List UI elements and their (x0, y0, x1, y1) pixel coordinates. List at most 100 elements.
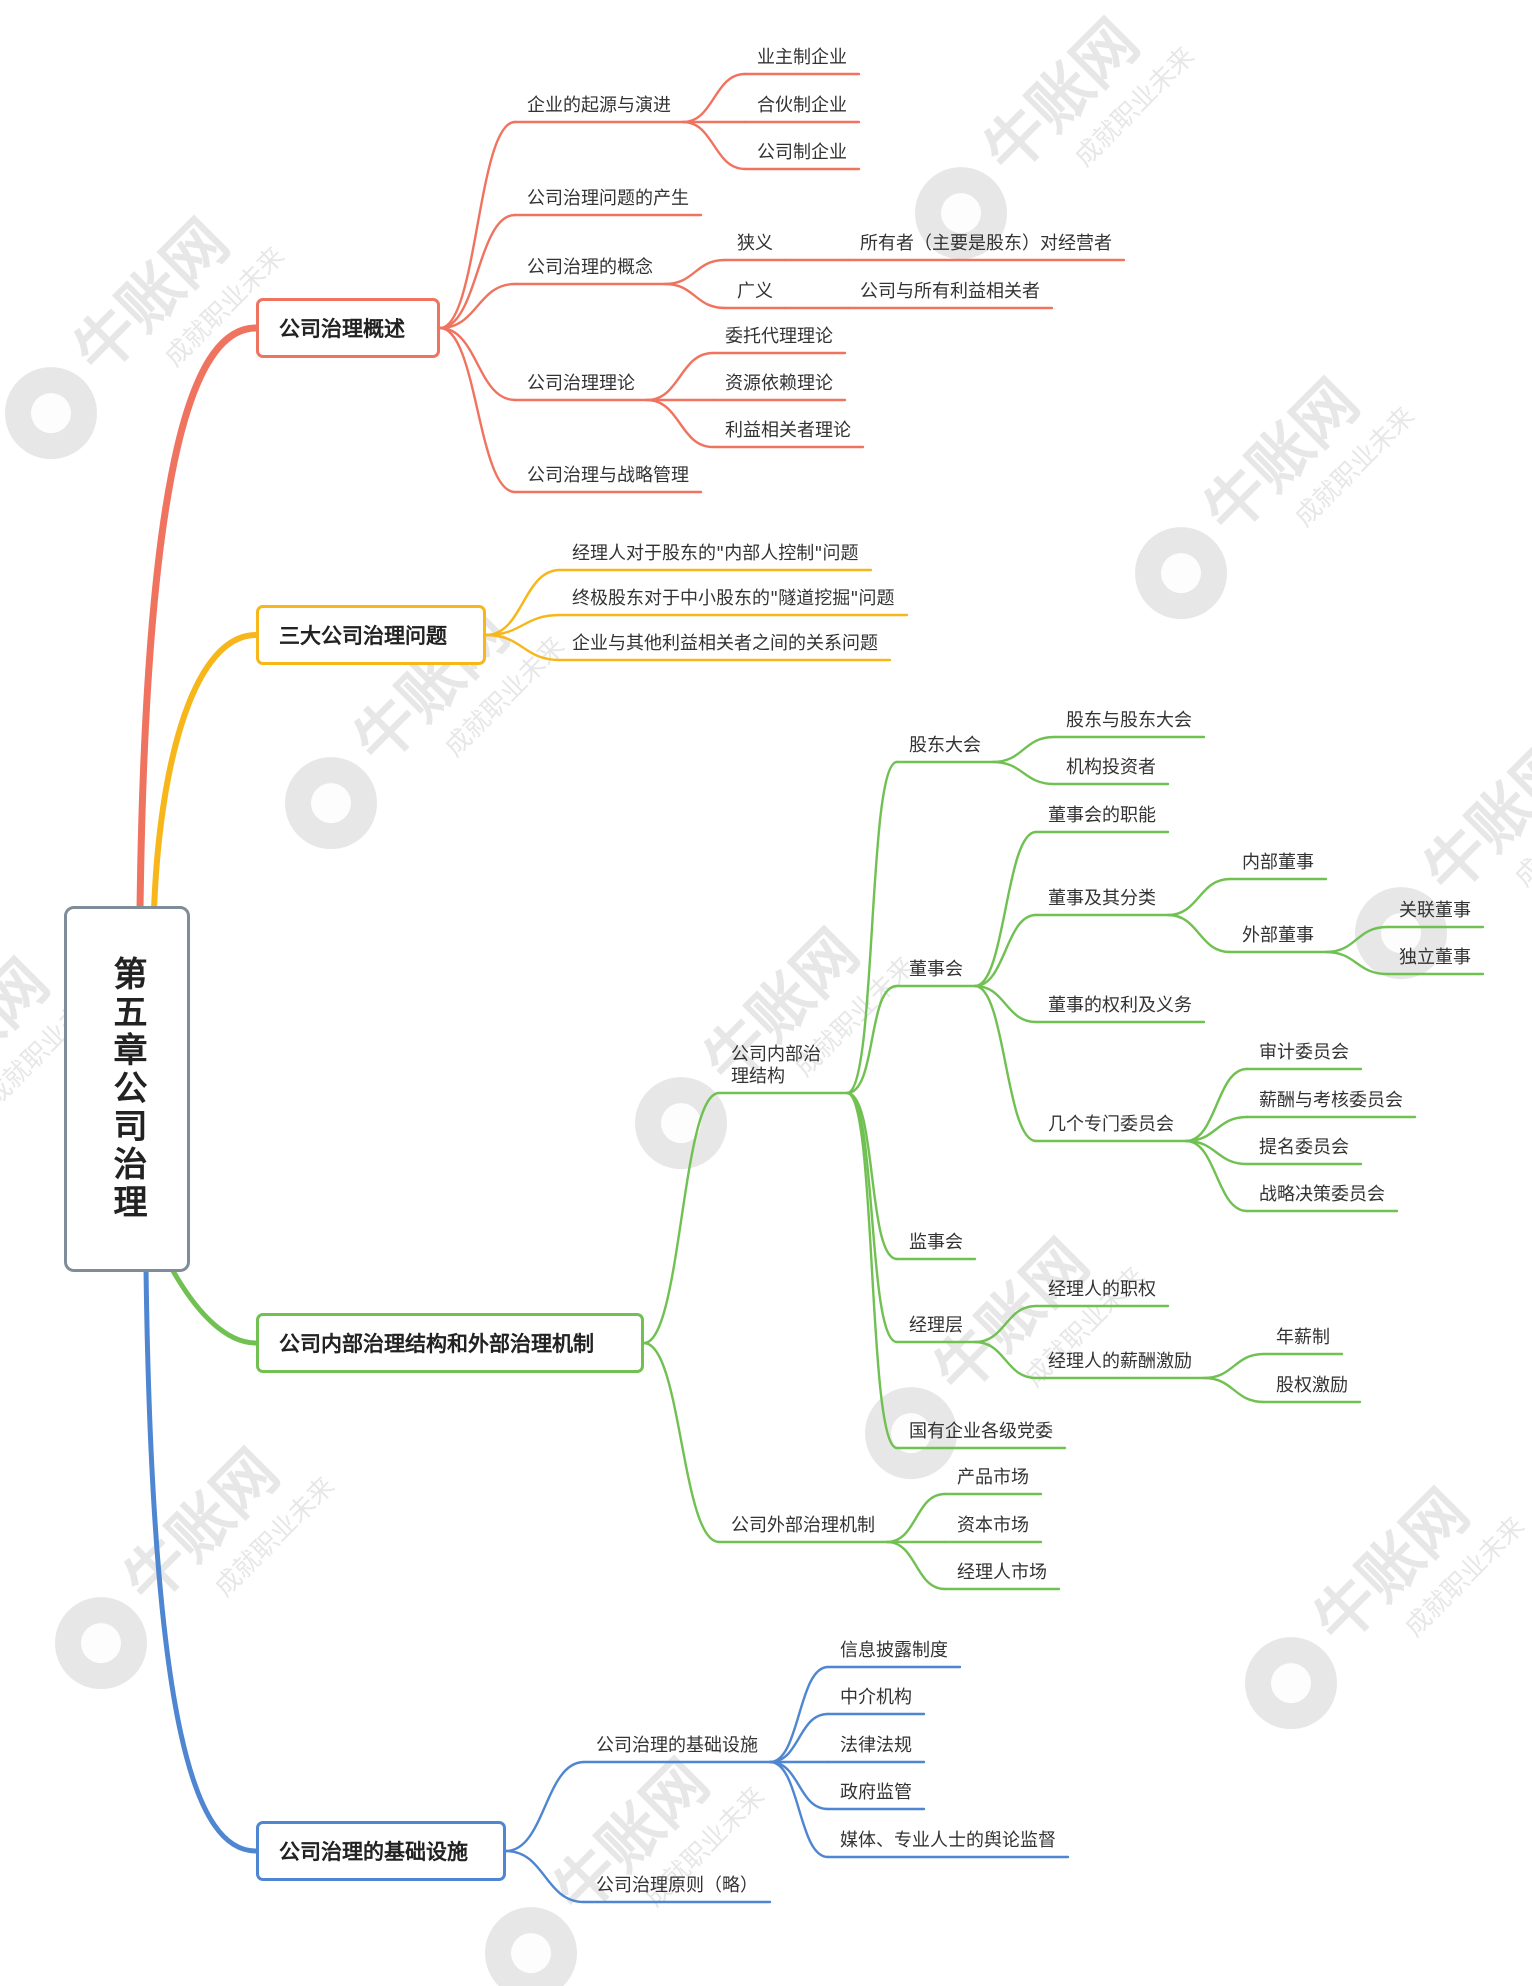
topic-connector (1324, 950, 1389, 976)
topic-node[interactable]: 公司治理原则（略） (596, 1875, 758, 1896)
topic-node[interactable]: 股东与股东大会 (1066, 710, 1192, 731)
topic-connector (973, 984, 1038, 1024)
topic-node[interactable]: 内部董事 (1242, 852, 1314, 873)
topic-node[interactable]: 狭义 (737, 233, 773, 254)
topic-node[interactable]: 监事会 (909, 1232, 963, 1253)
topic-connector (973, 913, 1038, 988)
topic-connector (438, 326, 517, 494)
root-connector (136, 324, 260, 914)
topic-connector (991, 760, 1056, 786)
topic-connector (991, 735, 1056, 764)
topic-node[interactable]: 独立董事 (1399, 947, 1471, 968)
topic-connector (663, 258, 727, 286)
topic-node[interactable]: 公司治理的概念 (527, 257, 653, 278)
topic-node[interactable]: 机构投资者 (1066, 757, 1156, 778)
topic-connector (885, 1540, 947, 1591)
topic-node[interactable]: 董事及其分类 (1048, 888, 1156, 909)
root-connector (151, 632, 259, 913)
topic-connector (885, 1492, 947, 1544)
topic-node[interactable]: 经理层 (909, 1315, 963, 1336)
topic-node[interactable]: 政府监管 (840, 1782, 912, 1803)
topic-connector (1184, 1115, 1249, 1143)
topic-node[interactable]: 经理人市场 (957, 1562, 1047, 1583)
topic-node[interactable]: 委托代理理论 (725, 326, 833, 347)
topic-connector (845, 984, 899, 1095)
topic-connector (845, 1091, 899, 1261)
topic-node[interactable]: 经理人的薪酬激励 (1048, 1351, 1192, 1372)
branch-node[interactable]: 公司内部治理结构和外部治理机制 (256, 1313, 644, 1373)
topic-node[interactable]: 审计委员会 (1259, 1042, 1349, 1063)
topic-node[interactable]: 国有企业各级党委 (909, 1421, 1053, 1442)
topic-connector (645, 351, 715, 402)
topic-connector (1324, 925, 1389, 954)
topic-node[interactable]: 公司治理理论 (527, 373, 635, 394)
topic-node[interactable]: 提名委员会 (1259, 1137, 1349, 1158)
topic-node[interactable]: 业主制企业 (757, 47, 847, 68)
topic-node[interactable]: 媒体、专业人士的舆论监督 (840, 1830, 1056, 1851)
branch-node[interactable]: 公司治理概述 (256, 298, 440, 358)
topic-node[interactable]: 股东大会 (909, 735, 981, 756)
topic-node[interactable]: 公司治理问题的产生 (527, 188, 689, 209)
topic-node[interactable]: 企业与其他利益相关者之间的关系问题 (572, 633, 878, 654)
topic-node[interactable]: 经理人的职权 (1048, 1279, 1156, 1300)
topic-node[interactable]: 公司治理的基础设施 (596, 1735, 758, 1756)
topic-node[interactable]: 战略决策委员会 (1259, 1184, 1385, 1205)
topic-node[interactable]: 法律法规 (840, 1735, 912, 1756)
topic-connector (642, 1091, 721, 1345)
topic-node[interactable]: 合伙制企业 (757, 95, 847, 116)
topic-connector (1166, 877, 1232, 917)
topic-connector (1184, 1139, 1249, 1166)
topic-node[interactable]: 公司制企业 (757, 142, 847, 163)
topic-connector (973, 984, 1038, 1143)
root-connector (143, 1265, 259, 1854)
topic-connector (845, 1091, 899, 1344)
topic-node[interactable]: 关联董事 (1399, 900, 1471, 921)
topic-node[interactable]: 广义 (737, 281, 773, 302)
topic-connector (1184, 1139, 1249, 1213)
topic-node[interactable]: 利益相关者理论 (725, 420, 851, 441)
topic-node[interactable]: 信息披露制度 (840, 1640, 948, 1661)
branch-node[interactable]: 三大公司治理问题 (256, 605, 486, 665)
topic-connector (973, 1340, 1038, 1380)
topic-node[interactable]: 董事会的职能 (1048, 805, 1156, 826)
topic-connector (768, 1665, 830, 1764)
topic-node[interactable]: 股权激励 (1276, 1375, 1348, 1396)
topic-connector (663, 282, 727, 310)
topic-node[interactable]: 公司治理与战略管理 (527, 465, 689, 486)
branch-node[interactable]: 公司治理的基础设施 (256, 1821, 506, 1881)
topic-connector (1202, 1352, 1266, 1380)
topic-connector (845, 760, 899, 1095)
topic-node[interactable]: 薪酬与考核委员会 (1259, 1090, 1403, 1111)
topic-connector (845, 1091, 899, 1450)
topic-node[interactable]: 公司内部治理结构 (731, 1044, 821, 1087)
topic-connector (438, 326, 517, 402)
topic-connector (438, 120, 517, 330)
topic-node[interactable]: 资源依赖理论 (725, 373, 833, 394)
topic-node[interactable]: 董事的权利及义务 (1048, 995, 1192, 1016)
topic-node[interactable]: 中介机构 (840, 1687, 912, 1708)
topic-connector (484, 633, 562, 662)
topic-node[interactable]: 公司与所有利益相关者 (860, 281, 1040, 302)
topic-connector (1202, 1376, 1266, 1404)
topic-node[interactable]: 产品市场 (957, 1467, 1029, 1488)
topic-node[interactable]: 所有者（主要是股东）对经营者 (860, 233, 1112, 254)
root-node[interactable]: 第五章公司治理 (64, 906, 190, 1272)
topic-node[interactable]: 几个专门委员会 (1048, 1114, 1174, 1135)
topic-connector (973, 1304, 1038, 1344)
topic-connector (768, 1760, 830, 1811)
topic-node[interactable]: 企业的起源与演进 (527, 95, 671, 116)
topic-connector (438, 213, 517, 330)
topic-node[interactable]: 外部董事 (1242, 925, 1314, 946)
topic-node[interactable]: 资本市场 (957, 1515, 1029, 1536)
topic-node[interactable]: 年薪制 (1276, 1327, 1330, 1348)
topic-node[interactable]: 董事会 (909, 959, 963, 980)
topic-connector (504, 1760, 586, 1853)
topic-node[interactable]: 终极股东对于中小股东的"隧道挖掘"问题 (572, 588, 895, 609)
topic-node[interactable]: 经理人对于股东的"内部人控制"问题 (572, 543, 859, 564)
topic-node[interactable]: 公司外部治理机制 (731, 1515, 875, 1536)
topic-connector (768, 1760, 830, 1859)
topic-connector (681, 72, 747, 124)
